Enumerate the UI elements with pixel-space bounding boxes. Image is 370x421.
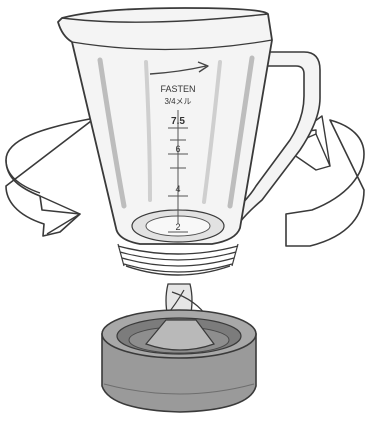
scale-label-4: 4 bbox=[175, 184, 180, 194]
left-rotation-arrow-icon bbox=[6, 118, 95, 236]
blender-jar bbox=[58, 8, 272, 275]
scale-label-2: 2 bbox=[175, 222, 180, 232]
scale-label-7-5: 7.5 bbox=[171, 116, 185, 127]
scale-label-6: 6 bbox=[175, 144, 180, 154]
measurement-unit-label: 3/4メル bbox=[164, 97, 191, 106]
blender-base-collar bbox=[102, 310, 256, 412]
fasten-label: FASTEN bbox=[160, 84, 195, 94]
